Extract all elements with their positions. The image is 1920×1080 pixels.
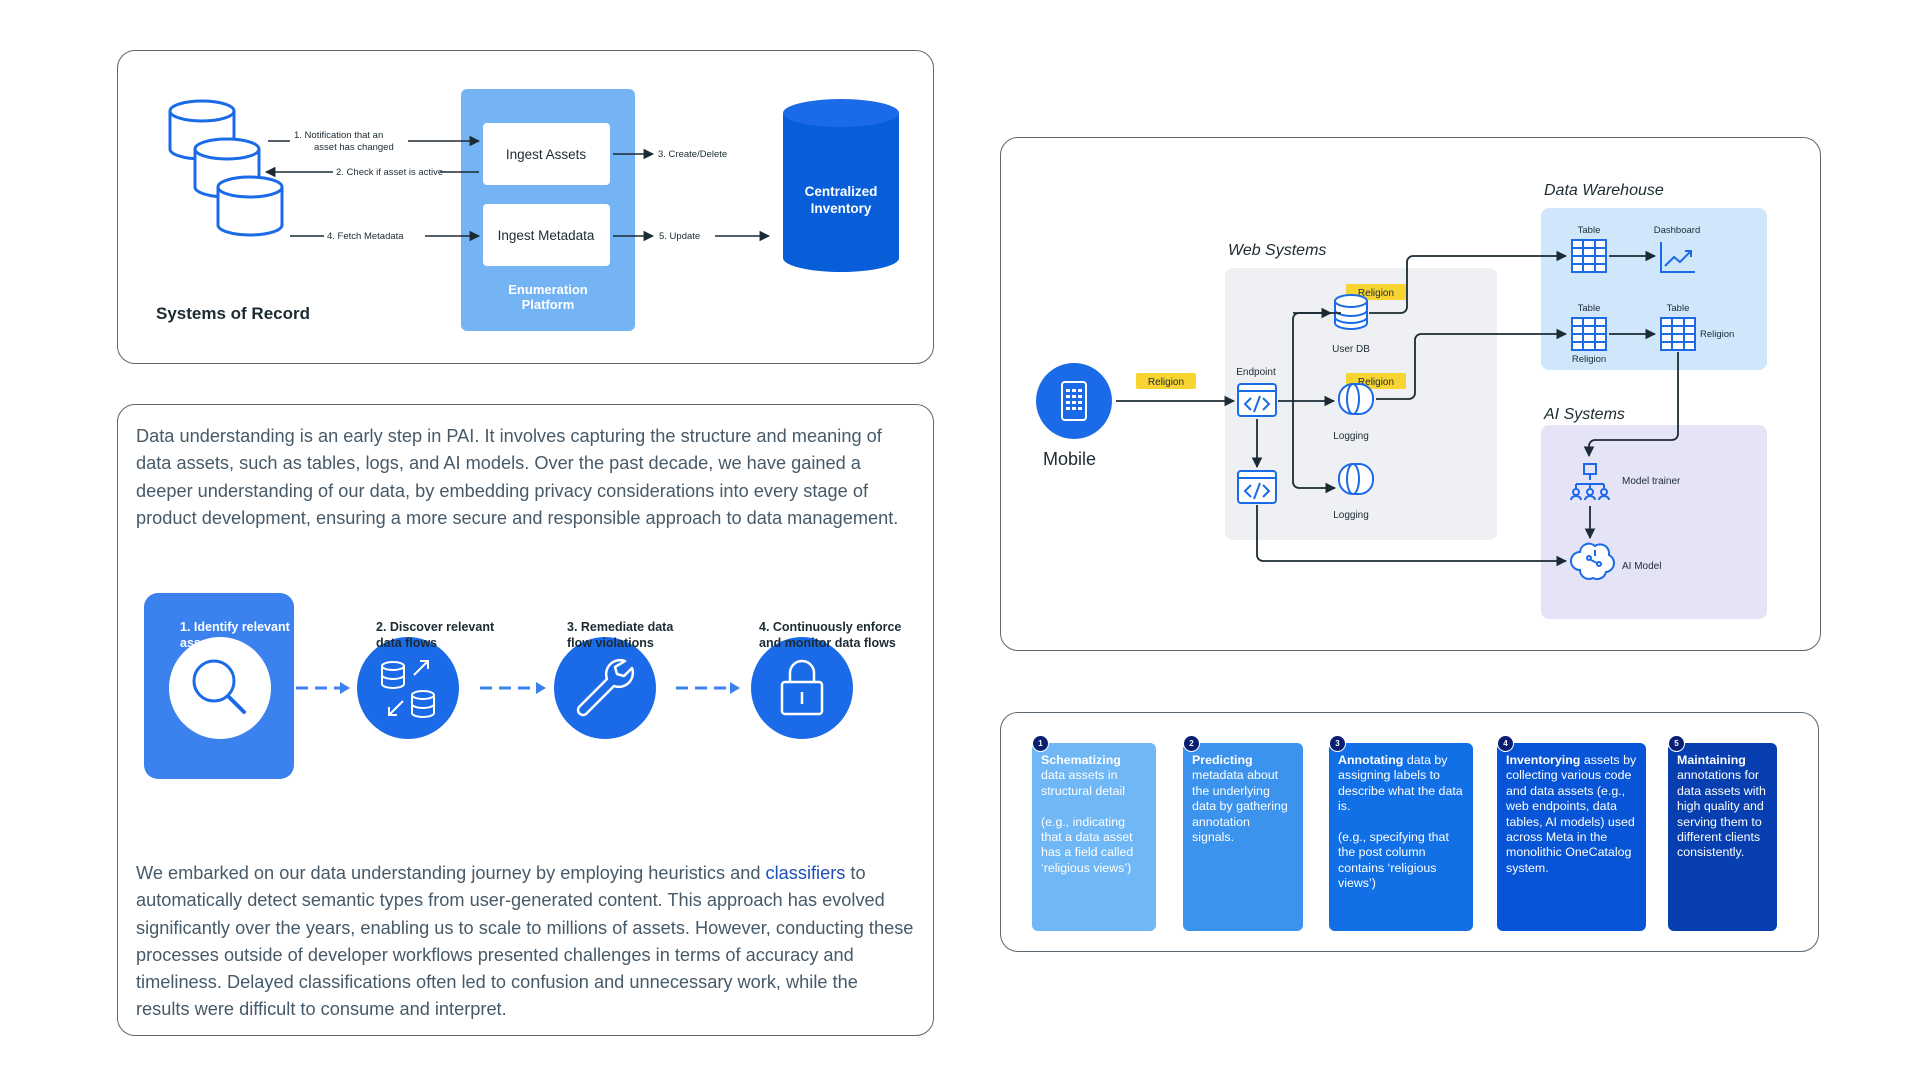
web-systems-title: Web Systems	[1228, 242, 1326, 259]
stage-number-badge: 4	[1497, 735, 1514, 752]
arrow-head	[730, 682, 740, 694]
table-label: Table	[1578, 303, 1601, 314]
table-icon	[1660, 317, 1696, 351]
database-sync-icon	[357, 637, 459, 739]
arrow-head	[536, 682, 546, 694]
flow-arrow	[1583, 352, 1679, 458]
arrow-label: 3. Create/Delete	[658, 149, 727, 160]
table-label: Table	[1578, 225, 1601, 236]
stage-card-predicting: Predicting metadata about the underlying…	[1183, 743, 1303, 931]
flow-arrow	[1369, 250, 1568, 314]
arrow-label: 5. Update	[659, 231, 700, 242]
user-db-label: User DB	[1332, 344, 1370, 355]
stage-number-badge: 2	[1183, 735, 1200, 752]
ingest-metadata-box	[483, 204, 610, 266]
dashboard-label: Dashboard	[1654, 225, 1700, 236]
stage-card-inventorying: Inventorying assets by collecting variou…	[1497, 743, 1646, 931]
database-icon	[216, 175, 284, 237]
logging-label: Logging	[1333, 431, 1369, 442]
systems-of-record-label: Systems of Record	[156, 304, 310, 323]
ai-systems-group	[1541, 425, 1767, 619]
logging-icon	[1338, 463, 1374, 495]
enumeration-panel: Systems of Record Ingest Assets Ingest M…	[117, 50, 934, 364]
database-icon	[193, 137, 261, 199]
platform-label: Enumeration	[508, 282, 588, 297]
table-icon	[1571, 317, 1607, 351]
magnifier-icon	[169, 637, 271, 739]
arrow-label: 1. Notification that an	[294, 130, 383, 141]
user-db-icon	[1334, 294, 1368, 330]
stages-panel: Schematizing data assets in structural d…	[1000, 712, 1819, 952]
journey-paragraph: We embarked on our data understanding jo…	[136, 863, 914, 1020]
table-icon	[1571, 239, 1607, 273]
model-trainer-icon	[1570, 463, 1610, 501]
ai-model-label: AI Model	[1622, 561, 1661, 572]
code-endpoint-icon	[1237, 470, 1277, 504]
arrow-label: 4. Fetch Metadata	[327, 231, 404, 242]
data-flow-diagram: Web Systems Data Warehouse AI Systems Mo…	[1036, 182, 1767, 619]
stage-card-annotating: Annotating data by assigning labels to d…	[1329, 743, 1473, 931]
religion-tag-label: Religion	[1358, 288, 1394, 299]
arrow-head	[340, 682, 350, 694]
logging-label: Logging	[1333, 510, 1369, 521]
data-flow-panel: Web Systems Data Warehouse AI Systems Mo…	[1000, 137, 1821, 651]
ingest-metadata-label: Ingest Metadata	[498, 228, 595, 243]
lock-icon	[751, 637, 853, 739]
table-religion-label: Religion	[1700, 329, 1734, 340]
endpoint-label: Endpoint	[1236, 367, 1276, 378]
enumeration-diagram: Systems of Record Ingest Assets Ingest M…	[156, 89, 899, 331]
steps-diagram	[144, 593, 853, 779]
code-endpoint-icon	[1237, 383, 1277, 417]
arrow-label: asset has changed	[314, 142, 394, 153]
platform-label: Platform	[522, 297, 575, 312]
table-religion-label: Religion	[1572, 354, 1606, 365]
ingest-assets-label: Ingest Assets	[506, 147, 587, 162]
stage-number-badge: 5	[1668, 735, 1685, 752]
dashboard-icon	[1660, 242, 1695, 273]
classifiers-link[interactable]: classifiers	[765, 863, 846, 883]
wrench-icon	[554, 637, 656, 739]
religion-tag	[1136, 373, 1196, 389]
ai-systems-title: AI Systems	[1543, 406, 1625, 423]
model-trainer-label: Model trainer	[1622, 476, 1681, 487]
table-label: Table	[1667, 303, 1690, 314]
stage-number-badge: 1	[1032, 735, 1049, 752]
inventory-label: Inventory	[811, 201, 872, 216]
stage-card-schematizing: Schematizing data assets in structural d…	[1032, 743, 1156, 931]
arrow-label: 2. Check if asset is active	[336, 167, 443, 178]
ingest-assets-box	[483, 123, 610, 185]
logging-icon	[1338, 383, 1374, 415]
flow-arrow	[1256, 505, 1568, 567]
intro-paragraph: Data understanding is an early step in P…	[136, 426, 899, 528]
inventory-label: Centralized	[805, 184, 878, 199]
stage-card-maintaining: Maintaining annotations for data assets …	[1668, 743, 1777, 931]
centralized-inventory-icon	[783, 99, 899, 272]
stage-number-badge: 3	[1329, 735, 1346, 752]
mobile-label: Mobile	[1043, 449, 1096, 469]
flow-arrow	[1376, 328, 1568, 400]
religion-tag-label: Religion	[1148, 377, 1184, 388]
mobile-icon	[1036, 363, 1112, 439]
ai-model-brain-icon	[1570, 542, 1615, 581]
religion-tag-label: Religion	[1358, 377, 1394, 388]
data-understanding-panel: Data understanding is an early step in P…	[117, 404, 934, 1036]
data-warehouse-title: Data Warehouse	[1544, 182, 1664, 199]
